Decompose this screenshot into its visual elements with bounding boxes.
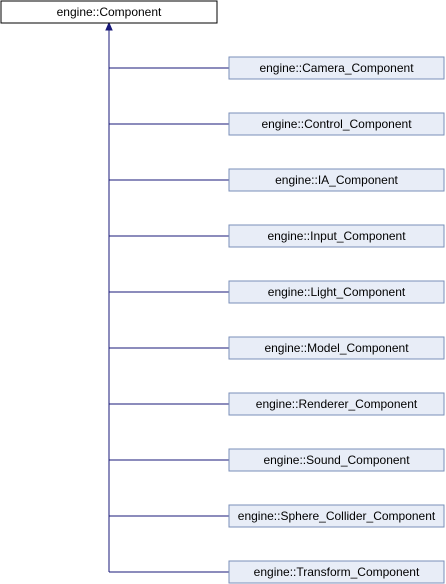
- derived-class-label: engine::Transform_Component: [254, 565, 420, 579]
- inheritance-edges: [105, 21, 229, 573]
- derived-class-node[interactable]: engine::Transform_Component: [228, 560, 445, 584]
- derived-class-node[interactable]: engine::Light_Component: [228, 280, 445, 304]
- derived-class-label: engine::Model_Component: [264, 341, 409, 355]
- derived-class-label: engine::Renderer_Component: [256, 397, 418, 411]
- derived-class-node[interactable]: engine::Control_Component: [228, 112, 445, 136]
- derived-class-label: engine::Sound_Component: [263, 453, 410, 467]
- derived-class-box[interactable]: [228, 224, 445, 248]
- derived-class-node[interactable]: engine::Camera_Component: [228, 56, 445, 80]
- inheritance-arrowhead: [105, 21, 113, 31]
- derived-class-node[interactable]: engine::Sphere_Collider_Component: [228, 504, 445, 528]
- base-class-box[interactable]: [0, 0, 218, 24]
- derived-class-node[interactable]: engine::IA_Component: [228, 168, 445, 192]
- derived-class-box[interactable]: [228, 168, 445, 192]
- derived-class-box[interactable]: [228, 336, 445, 360]
- derived-class-label: engine::Input_Component: [267, 229, 406, 243]
- base-class-label: engine::Component: [57, 5, 162, 19]
- derived-class-box[interactable]: [228, 56, 445, 80]
- derived-class-label: engine::Sphere_Collider_Component: [238, 509, 436, 523]
- derived-class-box[interactable]: [228, 280, 445, 304]
- derived-class-box[interactable]: [228, 112, 445, 136]
- derived-class-box[interactable]: [228, 504, 445, 528]
- derived-class-label: engine::Camera_Component: [259, 61, 414, 75]
- derived-class-node[interactable]: engine::Input_Component: [228, 224, 445, 248]
- derived-class-box[interactable]: [228, 560, 445, 584]
- derived-class-node[interactable]: engine::Model_Component: [228, 336, 445, 360]
- derived-class-node[interactable]: engine::Renderer_Component: [228, 392, 445, 416]
- base-class-node[interactable]: engine::Component: [0, 0, 218, 24]
- derived-class-label: engine::Control_Component: [261, 117, 412, 131]
- derived-class-label: engine::IA_Component: [275, 173, 398, 187]
- derived-class-box[interactable]: [228, 448, 445, 472]
- derived-class-node[interactable]: engine::Sound_Component: [228, 448, 445, 472]
- derived-class-nodes: engine::Camera_Componentengine::Control_…: [228, 56, 445, 584]
- derived-class-box[interactable]: [228, 392, 445, 416]
- derived-class-label: engine::Light_Component: [268, 285, 406, 299]
